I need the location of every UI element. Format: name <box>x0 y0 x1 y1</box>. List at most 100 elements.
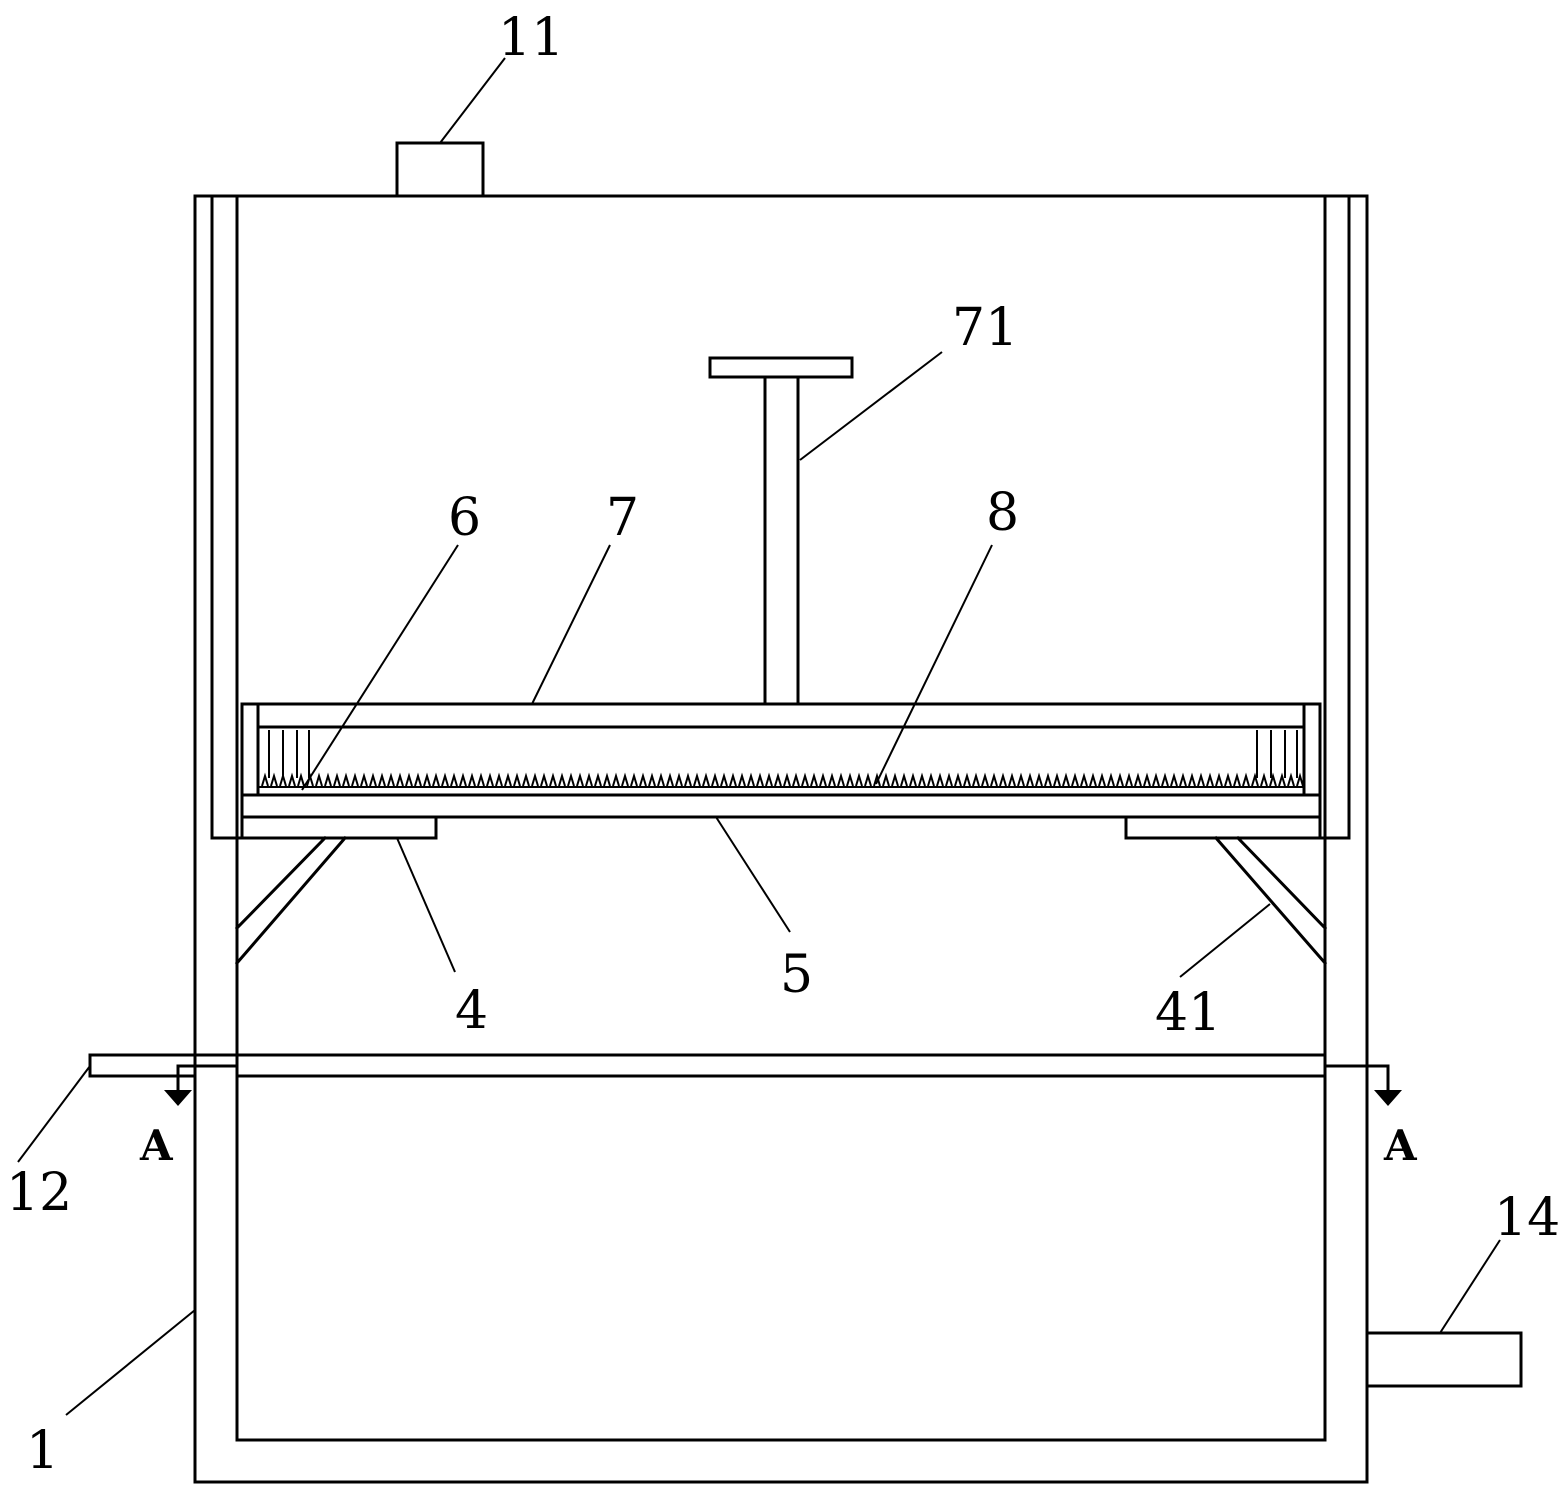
part-8-teeth-row <box>261 772 1304 787</box>
tooth <box>648 772 656 787</box>
tooth <box>513 772 521 787</box>
tooth <box>1053 772 1061 787</box>
tooth <box>738 772 746 787</box>
tooth <box>918 772 926 787</box>
label-7: 7 <box>606 488 639 548</box>
tooth <box>1152 772 1160 787</box>
tooth <box>396 772 404 787</box>
tooth <box>1269 772 1277 787</box>
tooth <box>837 772 845 787</box>
tooth <box>1260 772 1268 787</box>
tooth <box>558 772 566 787</box>
tooth <box>684 772 692 787</box>
tooth <box>1188 772 1196 787</box>
tooth <box>1080 772 1088 787</box>
tooth <box>882 772 890 787</box>
tooth <box>342 772 350 787</box>
tooth <box>747 772 755 787</box>
side-guide-rails <box>210 194 1351 840</box>
tooth <box>711 772 719 787</box>
tooth <box>873 772 881 787</box>
part-5-filter-plate <box>240 793 1322 819</box>
tooth <box>1008 772 1016 787</box>
tooth <box>1242 772 1250 787</box>
tooth <box>657 772 665 787</box>
tooth <box>954 772 962 787</box>
section-marker-left <box>164 1064 192 1106</box>
tooth <box>945 772 953 787</box>
tooth <box>1035 772 1043 787</box>
tooth <box>441 772 449 787</box>
tooth <box>1089 772 1097 787</box>
tooth <box>576 772 584 787</box>
tooth <box>639 772 647 787</box>
tooth <box>1017 772 1025 787</box>
tooth <box>936 772 944 787</box>
tooth <box>612 772 620 787</box>
label-section-a-right: A <box>1383 1121 1418 1170</box>
label-6: 6 <box>448 488 481 548</box>
tooth <box>810 772 818 787</box>
tooth <box>981 772 989 787</box>
tooth <box>675 772 683 787</box>
tooth <box>477 772 485 787</box>
label-41: 41 <box>1155 983 1221 1043</box>
tooth <box>1116 772 1124 787</box>
tooth <box>1161 772 1169 787</box>
tooth <box>819 772 827 787</box>
tooth <box>522 772 530 787</box>
label-section-a-left: A <box>139 1121 174 1170</box>
tooth <box>540 772 548 787</box>
tooth <box>963 772 971 787</box>
label-4: 4 <box>455 981 488 1041</box>
tooth <box>432 772 440 787</box>
tooth <box>369 772 377 787</box>
part-11-top-nozzle <box>395 141 485 198</box>
label-12: 12 <box>6 1163 72 1223</box>
tooth <box>756 772 764 787</box>
tooth <box>621 772 629 787</box>
tooth <box>567 772 575 787</box>
tooth <box>549 772 557 787</box>
tooth <box>1233 772 1241 787</box>
tooth <box>297 772 305 787</box>
tooth <box>1278 772 1286 787</box>
tooth <box>909 772 917 787</box>
tooth <box>585 772 593 787</box>
tooth <box>1098 772 1106 787</box>
label-1: 1 <box>26 1421 59 1481</box>
tooth <box>288 772 296 787</box>
part-41-diagonal-braces <box>234 835 1328 966</box>
tooth <box>315 772 323 787</box>
tooth <box>504 772 512 787</box>
tooth <box>423 772 431 787</box>
tooth <box>900 772 908 787</box>
label-8: 8 <box>986 483 1019 543</box>
tooth <box>1071 772 1079 787</box>
tooth <box>387 772 395 787</box>
leader-lines <box>17 57 1501 1416</box>
tooth <box>729 772 737 787</box>
part-6-springs <box>268 730 1298 778</box>
label-71: 71 <box>952 298 1018 358</box>
tooth <box>360 772 368 787</box>
part-12-divider-plate <box>88 1053 1390 1078</box>
tooth <box>261 772 269 787</box>
tooth <box>1197 772 1205 787</box>
tooth <box>801 772 809 787</box>
tooth <box>783 772 791 787</box>
tooth <box>1251 772 1259 787</box>
tooth <box>1296 772 1304 787</box>
tooth <box>864 772 872 787</box>
tooth <box>972 772 980 787</box>
tooth <box>990 772 998 787</box>
tooth <box>279 772 287 787</box>
tooth <box>891 772 899 787</box>
tooth <box>1107 772 1115 787</box>
tooth <box>1026 772 1034 787</box>
tooth <box>594 772 602 787</box>
tooth <box>486 772 494 787</box>
tooth <box>1125 772 1133 787</box>
tooth <box>324 772 332 787</box>
